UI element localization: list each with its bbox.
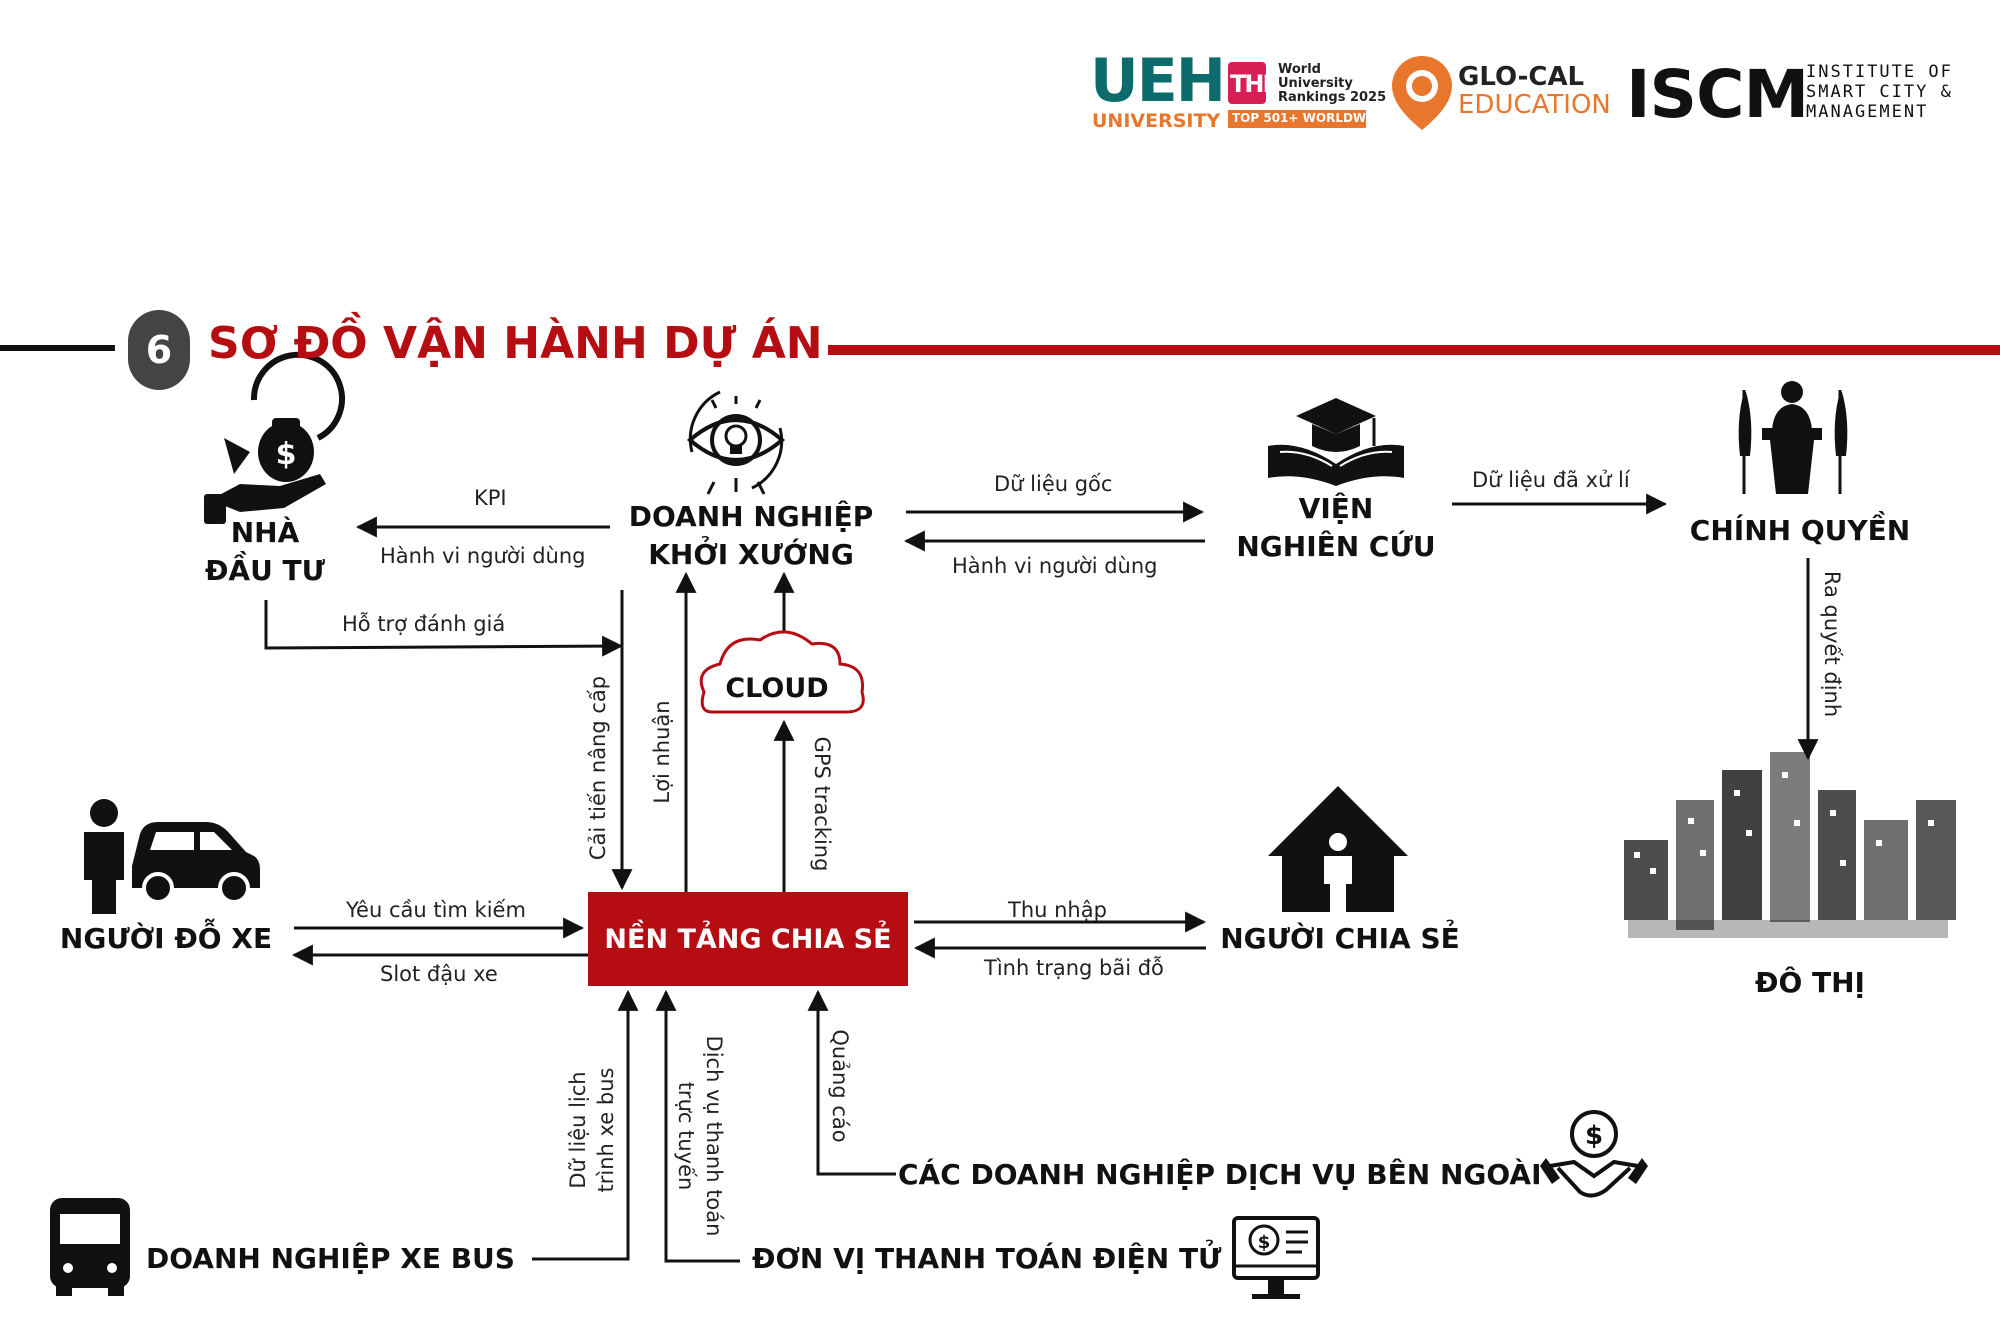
- node-startup-line-2: KHỞI XƯỚNG: [648, 538, 854, 571]
- city-skyline-icon: [1624, 752, 1956, 938]
- glocal-line-2: EDUCATION: [1458, 90, 1611, 120]
- label-parking-status: Tình trạng bãi đỗ: [984, 956, 1164, 980]
- node-institute: VIỆN NGHIÊN CỨU: [1226, 490, 1446, 566]
- graduation-icon: [1268, 398, 1404, 486]
- the-logo-text: THE: [1230, 70, 1279, 98]
- house-icon: [1268, 786, 1408, 912]
- label-bus-data-2: trình xe bus: [594, 1067, 618, 1193]
- handshake-icon: $: [1540, 1110, 1648, 1198]
- cloud-icon: [699, 630, 865, 714]
- ueh-logo: UEH: [1090, 46, 1226, 116]
- node-payment: ĐƠN VỊ THANH TOÁN ĐIỆN TỬ: [752, 1242, 1222, 1275]
- label-payment-service-1: Dịch vụ thanh toán: [702, 1035, 726, 1237]
- node-platform: NỀN TẢNG CHIA SẺ: [588, 892, 908, 986]
- section-title: SƠ ĐỒ VẬN HÀNH DỰ ÁN: [208, 318, 823, 369]
- bus-icon: [50, 1198, 130, 1296]
- node-institute-line-2: NGHIÊN CỨU: [1236, 530, 1436, 563]
- glocal-line-1: GLO-CAL: [1458, 62, 1585, 92]
- label-behavior-investor: Hành vi người dùng: [380, 544, 586, 568]
- node-bus: DOANH NGHIỆP XE BUS: [146, 1242, 515, 1275]
- label-processed-data: Dữ liệu đã xử lí: [1472, 468, 1630, 492]
- node-external: CÁC DOANH NGHIỆP DỊCH VỤ BÊN NGOÀI: [898, 1158, 1542, 1191]
- label-eval-support: Hỗ trợ đánh giá: [342, 612, 506, 636]
- label-behavior-institute: Hành vi người dùng: [952, 554, 1158, 578]
- edge-bus-data: [532, 989, 639, 1261]
- driver-car-icon: [84, 799, 260, 914]
- node-government: CHÍNH QUYỀN: [1689, 514, 1911, 547]
- label-search-request: Yêu cầu tìm kiếm: [346, 898, 526, 922]
- the-line-3: Rankings 2025: [1278, 90, 1387, 105]
- node-city: ĐÔ THỊ: [1755, 966, 1865, 999]
- label-profit: Lợi nhuận: [650, 700, 674, 804]
- label-kpi: KPI: [474, 486, 507, 510]
- section-number-badge: 6: [128, 310, 190, 390]
- node-startup-line-1: DOANH NGHIỆP: [628, 500, 874, 533]
- label-decision: Ra quyết định: [1820, 570, 1844, 718]
- iscm-line-3: MANAGEMENT: [1806, 102, 1929, 122]
- node-cloud: CLOUD: [725, 673, 829, 704]
- glocal-pin-icon: [1392, 56, 1452, 130]
- iscm-line-1: INSTITUTE OF: [1806, 62, 1953, 82]
- label-gps: GPS tracking: [810, 736, 834, 872]
- label-raw-data: Dữ liệu gốc: [994, 472, 1113, 496]
- label-income: Thu nhập: [1008, 898, 1107, 922]
- label-payment-service-2: trực tuyến: [674, 1081, 698, 1191]
- edge-ads: [807, 989, 896, 1176]
- podium-icon: [1738, 381, 1848, 494]
- svg-text:$: $: [276, 437, 297, 472]
- the-line-1: World: [1278, 62, 1321, 77]
- label-bus-data-1: Dữ liệu lịch: [566, 1071, 590, 1189]
- edge-payment-service: [655, 989, 740, 1263]
- label-parking-slot: Slot đậu xe: [380, 962, 498, 986]
- node-investor: NHÀ ĐẦU TƯ: [200, 514, 330, 590]
- vision-icon: [686, 390, 786, 495]
- node-startup: DOANH NGHIỆP KHỞI XƯỚNG: [611, 498, 891, 574]
- iscm-line-2: SMART CITY &: [1806, 82, 1953, 102]
- node-investor-line-1: NHÀ: [230, 516, 300, 549]
- label-upgrade: Cải tiến nâng cấp: [586, 675, 610, 861]
- node-institute-line-1: VIỆN: [1298, 492, 1374, 525]
- investor-icon: $: [204, 351, 345, 524]
- edge-eval-support: [264, 600, 624, 657]
- the-logo-mark: [1228, 62, 1366, 128]
- iscm-logo: ISCM: [1626, 56, 1809, 133]
- the-badge: TOP 501+ WORLDWIDE: [1232, 111, 1389, 125]
- label-ads: Quảng cáo: [828, 1029, 852, 1143]
- node-driver: NGƯỜI ĐỖ XE: [59, 922, 273, 955]
- the-line-2: University: [1278, 76, 1353, 91]
- svg-text:$: $: [1258, 1232, 1271, 1253]
- ueh-logo-subtitle: UNIVERSITY: [1092, 110, 1221, 132]
- svg-text:$: $: [1585, 1121, 1603, 1151]
- node-sharer: NGƯỜI CHIA SẺ: [1220, 922, 1460, 955]
- node-investor-line-2: ĐẦU TƯ: [204, 554, 326, 587]
- payment-monitor-icon: $: [1232, 1216, 1320, 1299]
